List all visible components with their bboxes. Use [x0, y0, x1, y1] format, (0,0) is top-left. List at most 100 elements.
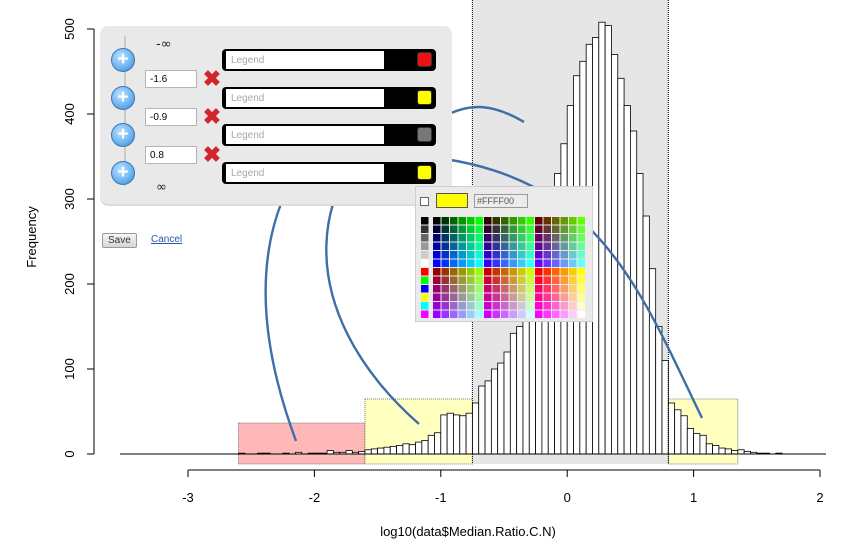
- picker-swatch[interactable]: [441, 310, 450, 319]
- legend-color-swatch[interactable]: [417, 52, 432, 67]
- picker-swatch[interactable]: [467, 234, 475, 242]
- picker-swatch[interactable]: [569, 225, 577, 234]
- picker-swatch[interactable]: [492, 259, 501, 268]
- picker-hex-input[interactable]: [474, 194, 528, 208]
- picker-swatch[interactable]: [433, 242, 441, 251]
- picker-swatch[interactable]: [543, 302, 552, 310]
- picker-swatch[interactable]: [467, 251, 475, 259]
- picker-swatch[interactable]: [509, 225, 518, 234]
- picker-swatch[interactable]: [450, 251, 458, 259]
- picker-color-grid[interactable]: [421, 217, 587, 318]
- cancel-link[interactable]: Cancel: [151, 234, 183, 245]
- add-break-button-1[interactable]: +: [111, 48, 135, 72]
- picker-swatch[interactable]: [421, 259, 429, 268]
- picker-swatch[interactable]: [450, 293, 458, 302]
- picker-swatch[interactable]: [552, 302, 560, 310]
- picker-swatch[interactable]: [552, 310, 560, 319]
- picker-swatch[interactable]: [501, 285, 509, 293]
- picker-swatch[interactable]: [492, 310, 501, 319]
- picker-swatch[interactable]: [509, 302, 518, 310]
- picker-swatch[interactable]: [433, 285, 441, 293]
- picker-swatch[interactable]: [543, 251, 552, 259]
- picker-swatch[interactable]: [441, 259, 450, 268]
- picker-swatch[interactable]: [475, 285, 484, 293]
- picker-swatch[interactable]: [475, 251, 484, 259]
- picker-swatch[interactable]: [501, 217, 509, 225]
- legend-color-swatch[interactable]: [417, 165, 432, 180]
- picker-swatch[interactable]: [552, 293, 560, 302]
- picker-swatch[interactable]: [467, 293, 475, 302]
- picker-swatch[interactable]: [518, 268, 526, 276]
- picker-swatch[interactable]: [421, 242, 429, 251]
- picker-swatch[interactable]: [569, 259, 577, 268]
- picker-swatch[interactable]: [560, 217, 569, 225]
- picker-swatch[interactable]: [560, 302, 569, 310]
- picker-swatch[interactable]: [458, 285, 467, 293]
- picker-swatch[interactable]: [433, 234, 441, 242]
- picker-swatch[interactable]: [492, 217, 501, 225]
- picker-swatch[interactable]: [535, 302, 543, 310]
- picker-swatch[interactable]: [569, 293, 577, 302]
- picker-swatch[interactable]: [509, 276, 518, 285]
- picker-swatch[interactable]: [421, 310, 429, 319]
- picker-swatch[interactable]: [492, 302, 501, 310]
- picker-swatch[interactable]: [484, 242, 492, 251]
- picker-swatch[interactable]: [492, 251, 501, 259]
- picker-swatch[interactable]: [518, 217, 526, 225]
- picker-swatch[interactable]: [475, 302, 484, 310]
- picker-swatch[interactable]: [441, 276, 450, 285]
- picker-swatch[interactable]: [560, 242, 569, 251]
- picker-swatch[interactable]: [450, 217, 458, 225]
- picker-swatch[interactable]: [484, 251, 492, 259]
- picker-swatch[interactable]: [458, 293, 467, 302]
- picker-swatch[interactable]: [543, 276, 552, 285]
- picker-swatch[interactable]: [475, 293, 484, 302]
- picker-swatch[interactable]: [569, 302, 577, 310]
- legend-color-swatch[interactable]: [417, 127, 432, 142]
- picker-swatch[interactable]: [421, 225, 429, 234]
- picker-swatch[interactable]: [492, 276, 501, 285]
- picker-swatch[interactable]: [535, 225, 543, 234]
- picker-swatch[interactable]: [526, 242, 535, 251]
- picker-swatch[interactable]: [509, 217, 518, 225]
- picker-swatch[interactable]: [458, 251, 467, 259]
- picker-swatch[interactable]: [433, 293, 441, 302]
- picker-swatch[interactable]: [560, 234, 569, 242]
- picker-swatch[interactable]: [458, 259, 467, 268]
- picker-swatch[interactable]: [526, 217, 535, 225]
- picker-swatch[interactable]: [569, 276, 577, 285]
- picker-swatch[interactable]: [552, 285, 560, 293]
- picker-swatch[interactable]: [467, 217, 475, 225]
- picker-swatch[interactable]: [450, 310, 458, 319]
- picker-swatch[interactable]: [441, 251, 450, 259]
- picker-swatch[interactable]: [421, 234, 429, 242]
- picker-swatch[interactable]: [535, 251, 543, 259]
- picker-swatch[interactable]: [492, 268, 501, 276]
- picker-swatch[interactable]: [441, 268, 450, 276]
- picker-swatch[interactable]: [421, 302, 429, 310]
- picker-swatch[interactable]: [535, 259, 543, 268]
- picker-swatch[interactable]: [526, 225, 535, 234]
- picker-swatch[interactable]: [560, 276, 569, 285]
- picker-swatch[interactable]: [467, 225, 475, 234]
- picker-swatch[interactable]: [484, 225, 492, 234]
- picker-swatch[interactable]: [543, 242, 552, 251]
- picker-swatch[interactable]: [484, 302, 492, 310]
- picker-swatch[interactable]: [577, 217, 586, 225]
- picker-swatch[interactable]: [535, 268, 543, 276]
- legend-color-swatch[interactable]: [417, 90, 432, 105]
- picker-swatch[interactable]: [535, 242, 543, 251]
- picker-swatch[interactable]: [433, 259, 441, 268]
- picker-swatch[interactable]: [526, 234, 535, 242]
- picker-swatch[interactable]: [569, 310, 577, 319]
- picker-swatch[interactable]: [501, 302, 509, 310]
- picker-swatch[interactable]: [475, 242, 484, 251]
- picker-swatch[interactable]: [535, 293, 543, 302]
- picker-swatch[interactable]: [501, 293, 509, 302]
- picker-swatch[interactable]: [518, 302, 526, 310]
- picker-swatch[interactable]: [577, 259, 586, 268]
- picker-swatch[interactable]: [543, 268, 552, 276]
- picker-swatch[interactable]: [484, 268, 492, 276]
- picker-swatch[interactable]: [552, 251, 560, 259]
- picker-swatch[interactable]: [467, 268, 475, 276]
